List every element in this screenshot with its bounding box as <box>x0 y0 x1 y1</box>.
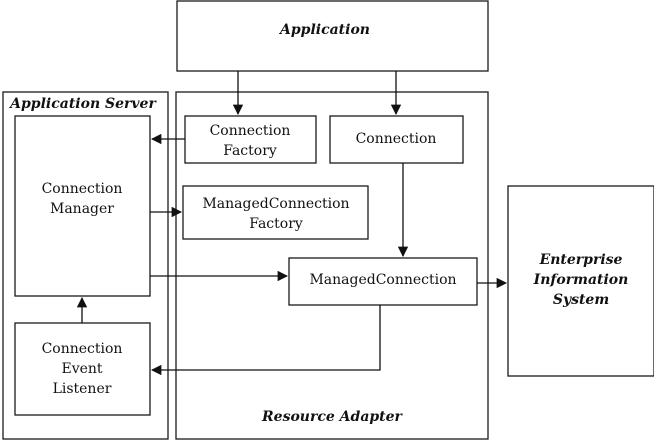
application-server-group: Application Server <box>2 91 169 440</box>
connection-manager-node: Connection Manager <box>14 115 151 297</box>
eis-node: Enterprise Information System <box>507 185 654 377</box>
managed-connection-factory-node: ManagedConnection Factory <box>182 185 369 240</box>
resource-adapter-label: Resource Adapter <box>261 409 404 425</box>
eis-label-line2: Information <box>533 272 629 288</box>
connection-label: Connection <box>356 131 437 147</box>
application-server-label: Application Server <box>8 96 157 112</box>
managed-connection-factory-line1: ManagedConnection <box>202 196 349 212</box>
application-node: Application <box>176 0 489 72</box>
connection-event-listener-line3: Listener <box>53 381 112 397</box>
connection-factory-node: Connection Factory <box>184 115 317 164</box>
managed-connection-label: ManagedConnection <box>309 272 456 288</box>
eis-label-line3: System <box>553 292 609 308</box>
managed-connection-factory-line2: Factory <box>249 216 303 232</box>
eis-label-line1: Enterprise <box>539 252 623 268</box>
connection-event-listener-line2: Event <box>61 361 102 377</box>
edge-managed-connection-to-listener <box>150 305 381 376</box>
connection-factory-line2: Factory <box>223 143 277 159</box>
connection-event-listener-line1: Connection <box>42 341 123 357</box>
resource-adapter-group: Resource Adapter <box>175 91 489 440</box>
application-label: Application <box>278 22 370 38</box>
connection-event-listener-node: Connection Event Listener <box>14 322 151 416</box>
connection-manager-line2: Manager <box>50 201 114 217</box>
connection-manager-line1: Connection <box>42 181 123 197</box>
managed-connection-node: ManagedConnection <box>288 257 478 306</box>
connection-factory-line1: Connection <box>210 123 291 139</box>
connection-node: Connection <box>329 115 464 164</box>
